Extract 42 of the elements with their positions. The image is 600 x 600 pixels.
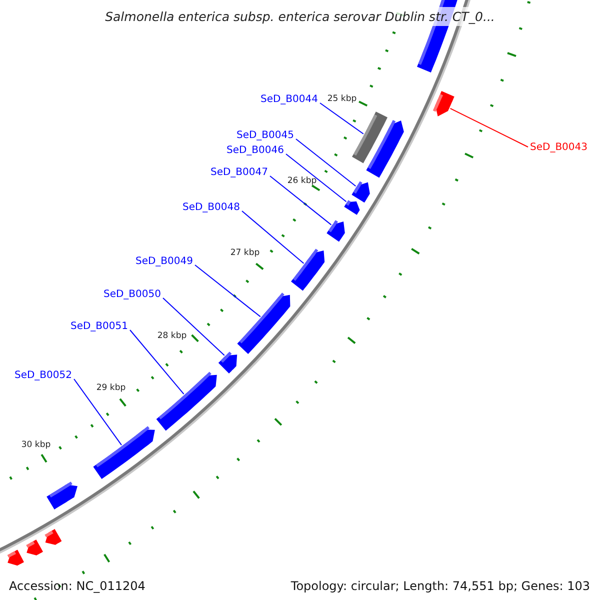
gene-label: SeD_B0045: [236, 130, 294, 142]
scale-label: 28 kbp: [157, 331, 187, 341]
scale-label: 27 kbp: [230, 248, 260, 258]
leader-line: [130, 330, 184, 395]
gene-block: [326, 220, 345, 242]
leader-line: [74, 378, 122, 446]
gene-block: [237, 292, 290, 354]
scale-label: 26 kbp: [287, 176, 317, 186]
leader-line: [270, 176, 332, 226]
gene-block: [26, 540, 43, 556]
gene-block: [46, 482, 78, 510]
summary-text: Topology: circular; Length: 74,551 bp; Genes: 103: [290, 579, 590, 593]
gene-label: SeD_B0049: [135, 256, 193, 268]
gene-label: SeD_B0044: [260, 94, 318, 106]
gene-label: SeD_B0051: [70, 321, 128, 333]
gene-block: [93, 426, 155, 479]
gene-block: [432, 91, 454, 116]
gene-block: [366, 120, 404, 178]
leader-line: [286, 154, 347, 202]
leader-line: [162, 298, 225, 356]
gene-block: [7, 550, 24, 566]
leader-line: [194, 264, 261, 318]
gene-label: SeD_B0043: [530, 142, 588, 154]
gene-label: SeD_B0047: [210, 167, 268, 179]
gene-block: [44, 529, 62, 545]
scale-label: 25 kbp: [327, 94, 357, 104]
leader-line: [320, 102, 364, 134]
gene-block: [291, 248, 325, 291]
gene-block: [352, 181, 370, 203]
gene-label: SeD_B0046: [226, 145, 284, 157]
scale-label: 29 kbp: [96, 383, 126, 393]
leader-line: [450, 108, 528, 148]
gene-label: SeD_B0052: [14, 370, 72, 382]
gene-block: [344, 200, 360, 215]
scale-label: 30 kbp: [21, 440, 51, 450]
gene-block: [218, 352, 238, 374]
gene-block: [156, 372, 217, 431]
leader-line: [296, 138, 356, 187]
leader-line: [242, 210, 304, 264]
accession-text: Accession: NC_011204: [9, 579, 146, 593]
gene-label: SeD_B0050: [103, 289, 161, 301]
gene-label: SeD_B0048: [182, 202, 240, 214]
